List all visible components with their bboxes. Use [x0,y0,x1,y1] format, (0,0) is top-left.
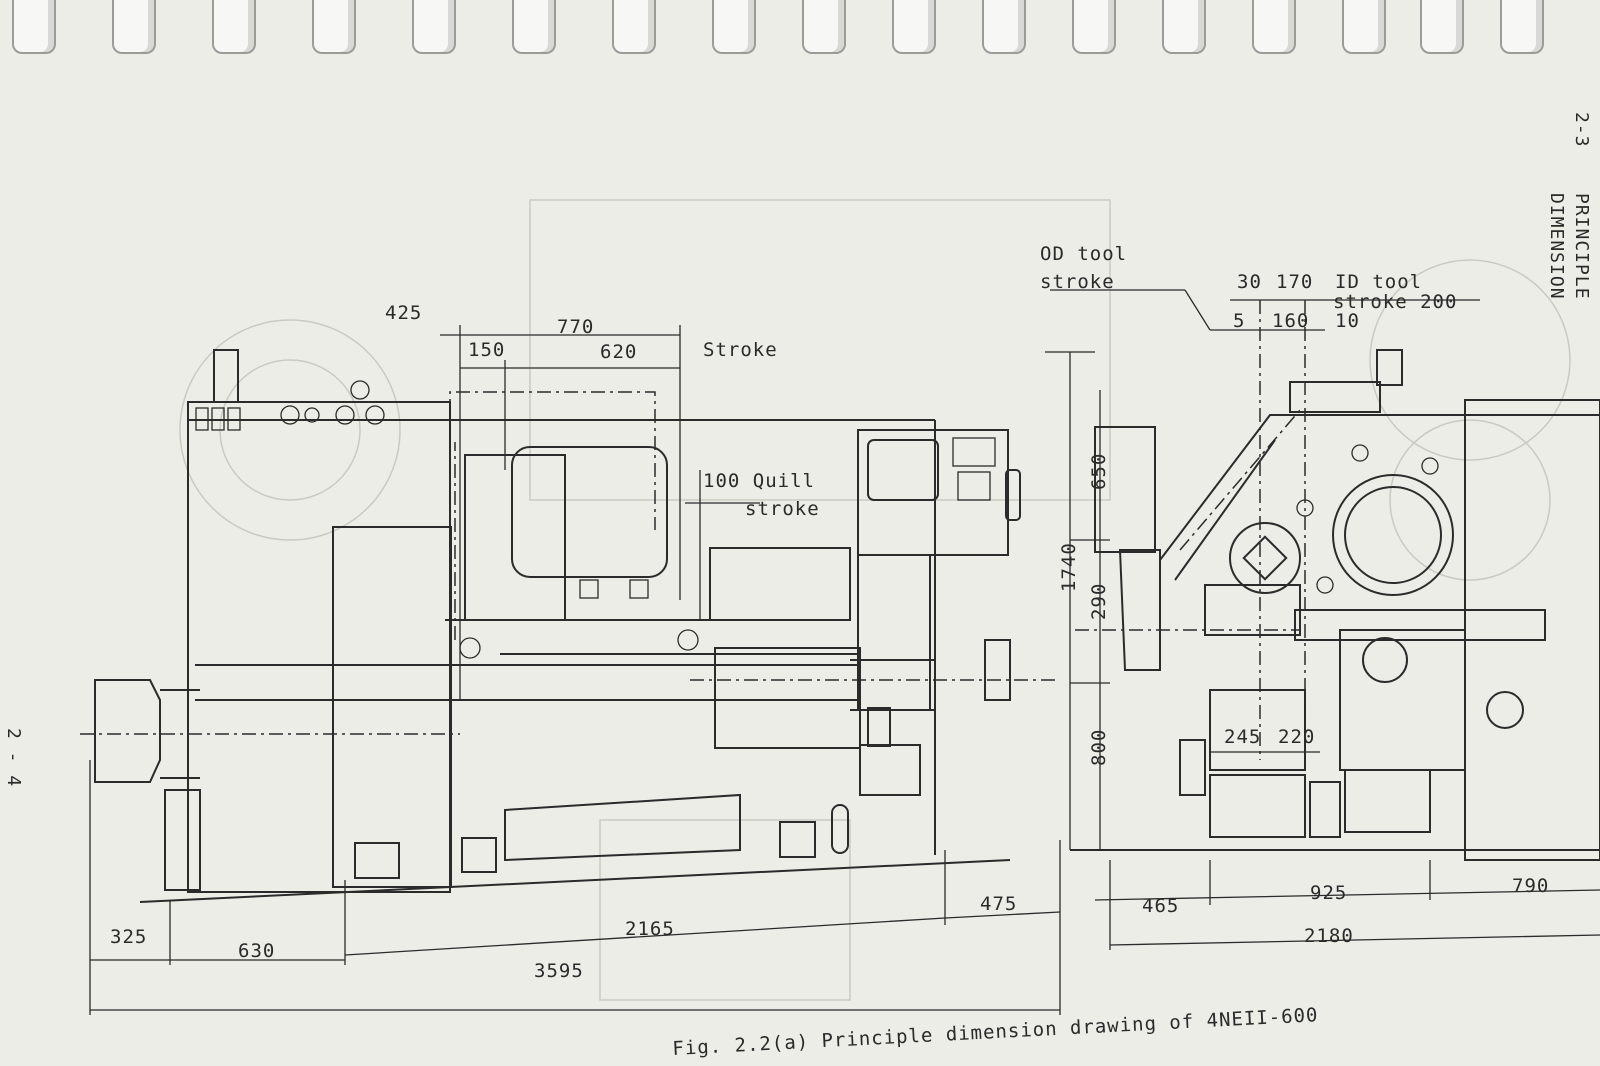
binding-ring [212,0,256,54]
binding-ring [1072,0,1116,54]
dim-10: 10 [1335,310,1360,332]
binding-ring [612,0,656,54]
dim-3595: 3595 [534,960,584,982]
id-tool-stroke-line2: stroke 200 [1333,291,1458,313]
dim-290: 290 [1088,582,1110,620]
dim-770: 770 [557,316,595,338]
dim-650: 650 [1088,452,1110,490]
dim-475: 475 [980,893,1018,915]
binding-ring [1342,0,1386,54]
dim-2165: 2165 [625,918,675,940]
binding-ring [1500,0,1544,54]
binding-ring [802,0,846,54]
dim-245: 245 [1224,726,1262,748]
dim-465: 465 [1142,895,1180,917]
od-tool-stroke-line2: stroke [1040,271,1115,293]
quill-stroke-label-line2: stroke [745,498,820,520]
dim-800: 800 [1088,728,1110,766]
binding-ring [412,0,456,54]
binding-ring [1252,0,1296,54]
binding-ring [982,0,1026,54]
dim-925: 925 [1310,882,1348,904]
dim-150: 150 [468,339,506,361]
id-tool-stroke-line1: ID tool [1335,271,1423,293]
dim-425: 425 [385,302,423,324]
dim-620: 620 [600,341,638,363]
dim-220: 220 [1278,726,1316,748]
binding-ring [112,0,156,54]
stroke-label: Stroke [703,339,778,361]
page-number-left: 2 - 4 [3,728,24,788]
dim-160: 160 [1272,310,1310,332]
front-view-lathe [80,325,1061,1015]
binding-ring [512,0,556,54]
section-title-principle: PRINCIPLE [1571,193,1592,300]
binding-ring [1420,0,1464,54]
quill-stroke-label-line1: 100 Quill [703,470,815,492]
dim-630: 630 [238,940,276,962]
dim-1740: 1740 [1058,542,1080,592]
od-tool-stroke-line1: OD tool [1040,243,1128,265]
binding-ring [312,0,356,54]
dim-790: 790 [1512,875,1550,897]
dim-5: 5 [1233,310,1246,332]
binding-ring [892,0,936,54]
dim-325: 325 [110,926,148,948]
side-view-lathe [1045,289,1600,950]
page-number-right: 2-3 [1571,112,1592,148]
show-through-ghost [179,199,1571,1001]
dim-30: 30 [1237,271,1262,293]
binding-ring [712,0,756,54]
dim-2180: 2180 [1304,925,1354,947]
section-title-dimension: DIMENSION [1546,193,1567,300]
binding-ring [12,0,56,54]
binding-ring [1162,0,1206,54]
dim-170: 170 [1276,271,1314,293]
